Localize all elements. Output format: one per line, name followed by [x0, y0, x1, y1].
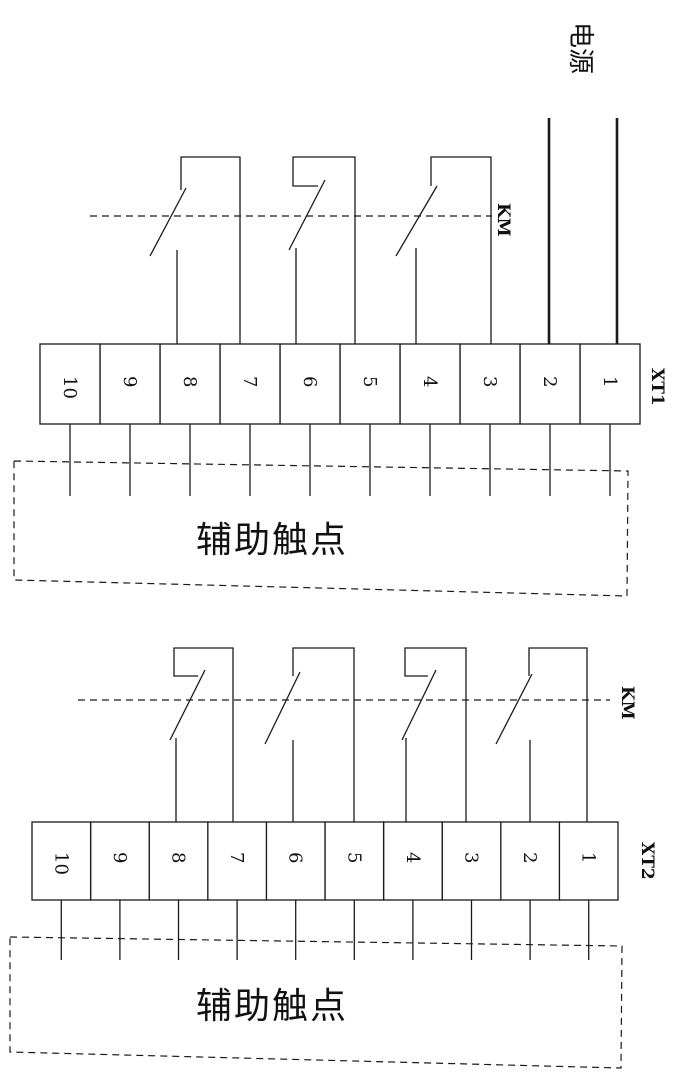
terminal-number-6: 6: [285, 852, 306, 863]
terminal-cell-8: [148, 821, 209, 901]
terminal-number-6: 6: [299, 376, 320, 387]
terminal-number-10: 10: [50, 852, 71, 875]
terminal-number-5: 5: [343, 852, 364, 863]
panel-xt2: KM: [9, 647, 657, 1069]
terminal-number-9: 9: [109, 852, 130, 863]
terminal-number-7: 7: [226, 852, 247, 863]
terminal-number-9: 9: [119, 376, 140, 387]
terminal-number-4: 4: [419, 376, 440, 387]
km-label-2: KM: [617, 686, 637, 720]
terminal-cell-6: [265, 821, 326, 901]
lower-wires-xt1: [69, 424, 611, 496]
contact2-5-6: [264, 647, 355, 826]
power-label: 电源: [565, 22, 595, 74]
contact-7-8: [149, 156, 241, 346]
terminal-cell-3: [441, 821, 502, 901]
terminal-cell-9: [99, 343, 161, 425]
terminal-cell-7: [207, 821, 268, 901]
lower-wires-xt2: [60, 900, 590, 960]
contact-3-4: [395, 156, 492, 346]
aux-contact-label-xt2: 辅助触点: [196, 986, 348, 1027]
terminal-cell-9: [89, 821, 150, 901]
contact2-7-8: [169, 647, 234, 826]
terminal-cell-2: [500, 821, 561, 901]
terminal-cell-7: [219, 343, 281, 425]
contact2-1-2: [495, 647, 588, 826]
terminal-number-2: 2: [519, 852, 540, 863]
aux-contact-box-xt1: [13, 460, 629, 597]
terminal-number-4: 4: [402, 852, 423, 863]
terminal-cell-10: [31, 821, 92, 901]
km-label: KM: [493, 203, 513, 237]
terminal-number-1: 1: [599, 376, 620, 387]
terminal-number-10: 10: [59, 376, 80, 399]
terminal-number-3: 3: [479, 376, 500, 387]
terminal-number-5: 5: [359, 376, 380, 387]
terminal-number-3: 3: [461, 852, 482, 863]
terminal-strip-xt2: 1 2 3 4 5 6 7 8 9 10: [31, 821, 619, 901]
terminal-number-7: 7: [239, 376, 260, 387]
terminal-cell-1: [558, 821, 619, 901]
aux-contact-label-xt1: 辅助触点: [196, 520, 348, 561]
terminal-cell-4: [382, 821, 443, 901]
terminal-number-2: 2: [539, 376, 560, 387]
terminal-cell-5: [339, 343, 401, 425]
terminal-number-8: 8: [179, 376, 200, 387]
strip-label-xt1: XT1: [647, 368, 667, 406]
terminal-number-1: 1: [578, 852, 599, 863]
strip-label-xt2: XT2: [637, 842, 657, 880]
terminal-cell-10: [39, 343, 101, 425]
terminal-cell-1: [579, 343, 641, 425]
panel-xt1: KM 1 2 3 4 5 6 7 8 9 10 XT1: [13, 118, 667, 597]
contact2-3-4: [401, 647, 467, 826]
terminal-cell-3: [459, 343, 521, 425]
terminal-number-8: 8: [168, 852, 189, 863]
contact-5-6: [288, 156, 356, 346]
terminal-strip-xt1: 1 2 3 4 5 6 7 8 9 10: [39, 343, 641, 425]
aux-contact-box-xt2: [9, 936, 623, 1069]
